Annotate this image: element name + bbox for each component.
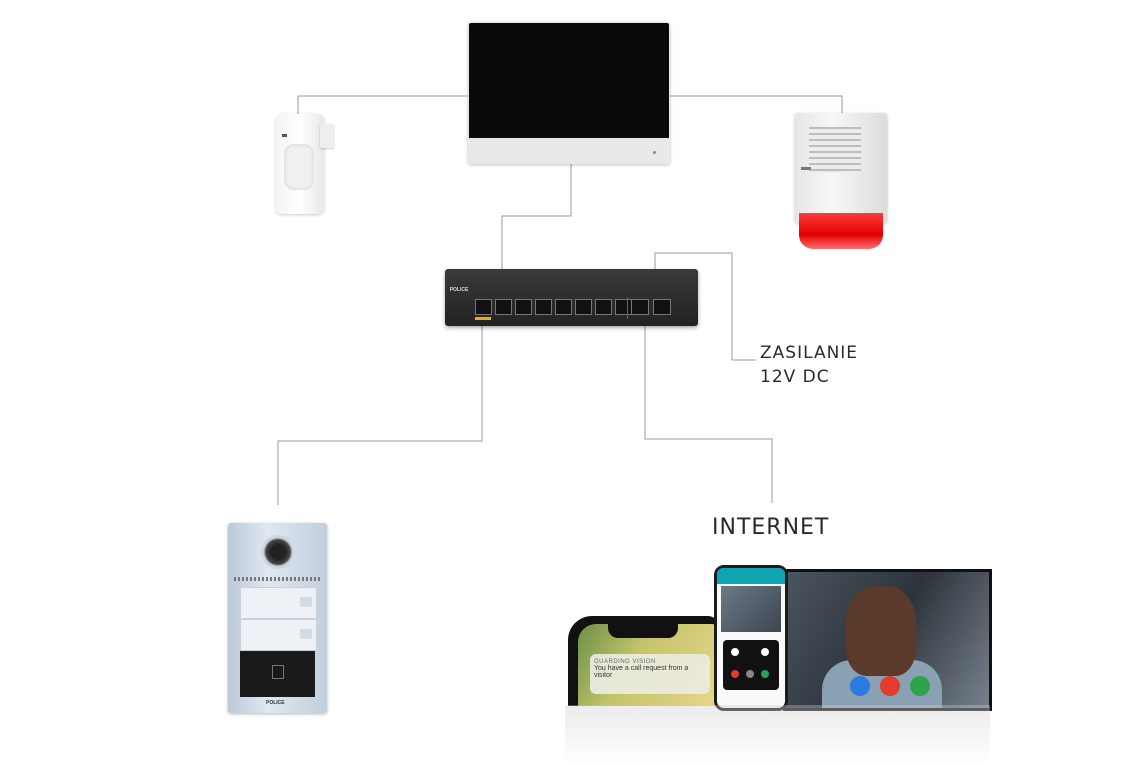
- nfc-icon: [272, 665, 284, 679]
- door-station: POLICE: [228, 523, 327, 713]
- sensor-bracket: [320, 124, 334, 148]
- switch-port: [475, 299, 492, 315]
- mic-icon: [731, 648, 739, 656]
- door-camera: [261, 535, 295, 569]
- door-call-button-2: [240, 619, 317, 651]
- switch-poe-ports: [475, 299, 632, 315]
- siren-lamp: [799, 213, 883, 249]
- siren-logo: [801, 167, 811, 170]
- smartphone-video-call: [714, 565, 788, 711]
- poe-switch: POLICE: [445, 269, 698, 326]
- app-header: [717, 568, 785, 584]
- unlock-icon: [850, 676, 870, 696]
- wire-switch-internet: [644, 326, 773, 503]
- smartphone-notification: GUARDING VISION You have a call request …: [568, 616, 718, 706]
- camera-icon: [761, 648, 769, 656]
- switch-uplink-ports: [631, 299, 671, 315]
- switch-port: [555, 299, 572, 315]
- button-key: [300, 597, 312, 607]
- sensor-lens: [284, 144, 314, 190]
- door-brand: POLICE: [266, 700, 285, 706]
- internet-label: INTERNET: [712, 515, 830, 540]
- call-notification: GUARDING VISION You have a call request …: [590, 654, 710, 694]
- answer-icon: [761, 670, 769, 678]
- switch-port: [595, 299, 612, 315]
- button-key: [300, 629, 312, 639]
- door-call-button-1: [240, 587, 317, 619]
- hangup-icon: [731, 670, 739, 678]
- switch-uplink-port: [653, 299, 671, 315]
- switch-port: [535, 299, 552, 315]
- monitor-led: [653, 151, 656, 154]
- card-reader: [240, 651, 315, 697]
- hangup-icon: [880, 676, 900, 696]
- sensor-indicator: [282, 134, 287, 137]
- tablet-video-call: [783, 569, 992, 711]
- switch-divider: [627, 297, 628, 319]
- device-reflection: [565, 705, 990, 765]
- wire-monitor-pir: [297, 95, 468, 114]
- switch-port: [495, 299, 512, 315]
- wire-power: [654, 252, 756, 361]
- call-controls: [723, 640, 779, 690]
- alarm-siren: [795, 113, 887, 249]
- indoor-monitor: [468, 22, 670, 164]
- phone-notch: [608, 624, 678, 638]
- siren-body: [795, 113, 887, 223]
- door-speaker-grill: [234, 577, 321, 581]
- switch-uplink-port: [631, 299, 649, 315]
- switch-port-highlight: [475, 317, 491, 320]
- power-label-line2: 12V DC: [760, 367, 830, 387]
- caller-video: [721, 586, 781, 632]
- switch-port: [515, 299, 532, 315]
- answer-icon: [910, 676, 930, 696]
- notification-app: GUARDING VISION: [594, 659, 656, 665]
- switch-port: [575, 299, 592, 315]
- notification-text: You have a call request from a visitor: [594, 665, 689, 679]
- wire-monitor-siren: [670, 95, 843, 113]
- power-label-line1: ZASILANIE: [760, 343, 859, 363]
- switch-brand: POLICE: [449, 287, 469, 293]
- unlock-icon: [746, 670, 754, 678]
- monitor-screen: [469, 23, 669, 138]
- caller-face: [846, 586, 916, 676]
- switch-port: [615, 299, 632, 315]
- wire-monitor-switch: [501, 164, 572, 300]
- motion-sensor: [276, 114, 334, 214]
- siren-grille: [809, 127, 861, 173]
- power-label: ZASILANIE 12V DC: [760, 341, 858, 389]
- wire-switch-door: [277, 326, 483, 505]
